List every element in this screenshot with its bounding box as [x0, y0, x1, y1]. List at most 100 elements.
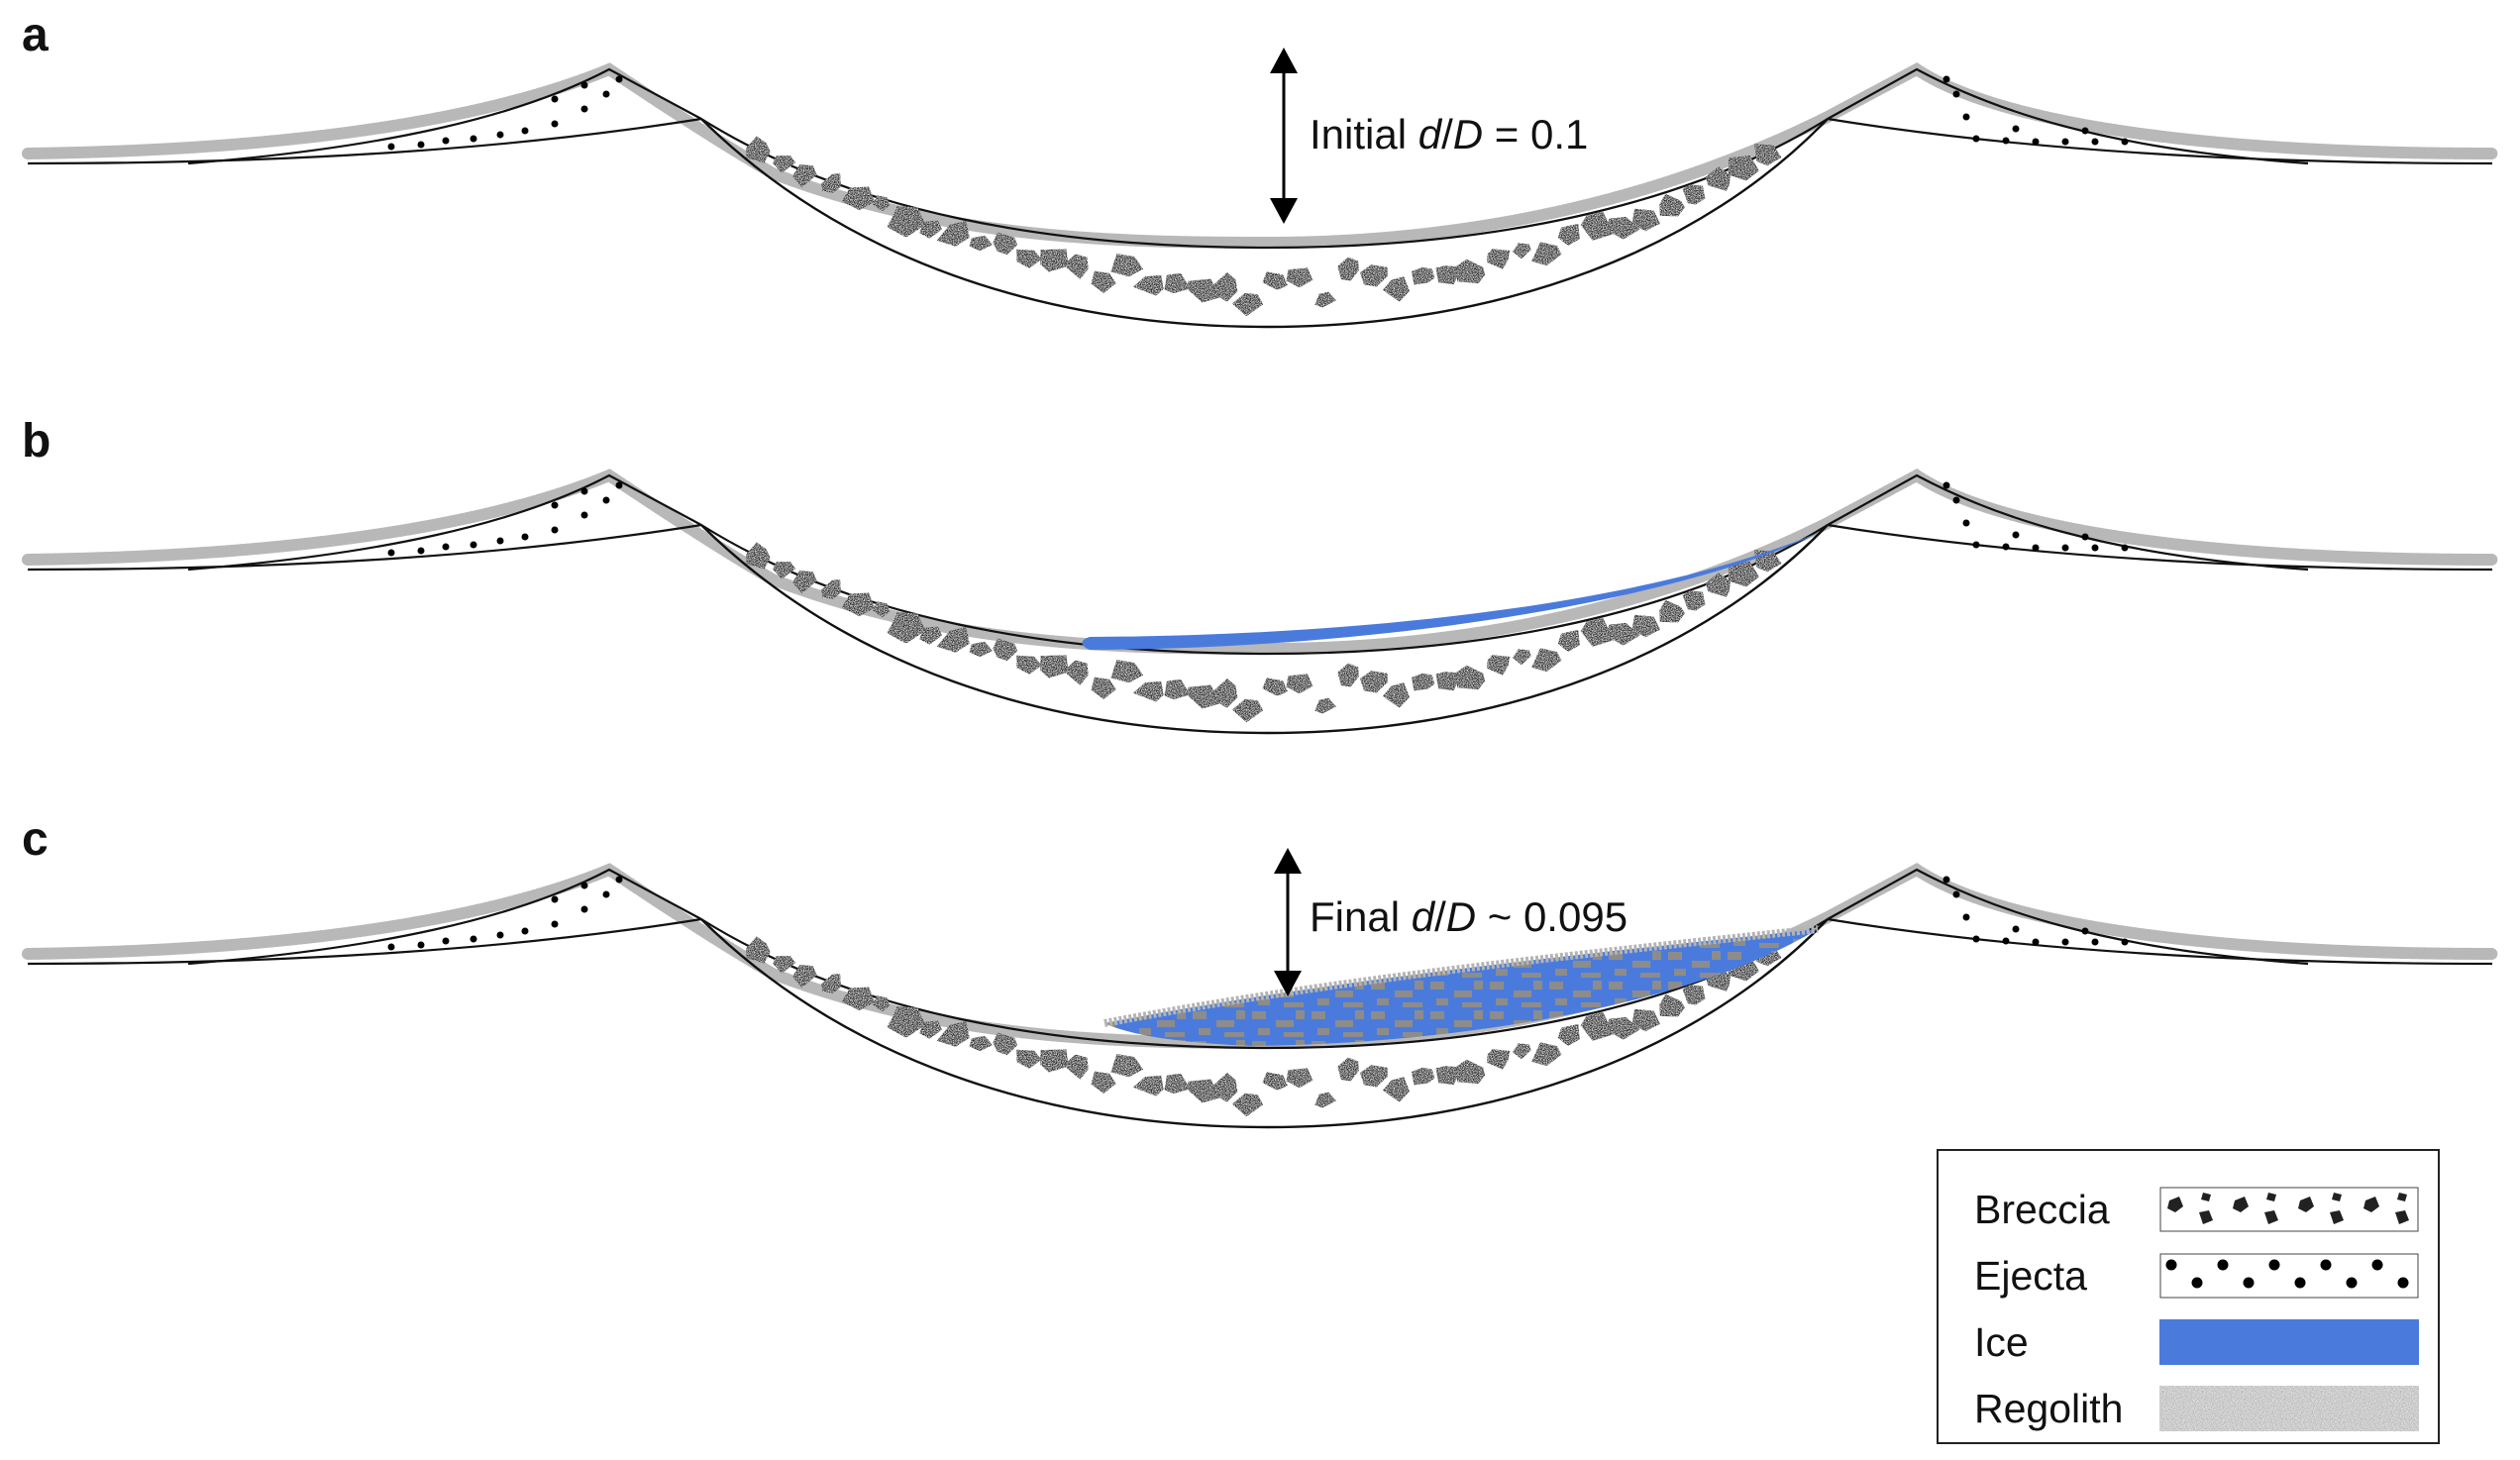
breccia-fragment [821, 173, 841, 193]
ejecta-dot [551, 526, 559, 534]
breccia-fragment [746, 936, 771, 964]
breccia-fragment [1382, 276, 1410, 302]
breccia-fragment [1110, 660, 1144, 683]
panel-label-b: b [22, 415, 52, 468]
ejecta-dot [602, 890, 610, 898]
ejecta-dot [496, 931, 504, 939]
breccia-fragment [919, 1020, 942, 1039]
ground-line-left [27, 917, 702, 966]
breccia-fragment [1016, 1049, 1042, 1069]
crater-panel-a [22, 48, 2498, 329]
panel-label-c: c [22, 813, 49, 866]
crater-panel-b [22, 469, 2498, 735]
breccia-fragment [841, 592, 875, 617]
breccia-fragment [1728, 562, 1759, 587]
breccia-fragment [792, 163, 817, 188]
breccia-fragment [1360, 1065, 1388, 1088]
depth-arrow-initial [1270, 48, 1298, 224]
ejecta-dot [2061, 138, 2069, 146]
ejecta-dot [580, 905, 588, 913]
breccia-fragment [1412, 1067, 1435, 1086]
breccia-fragment [1754, 144, 1782, 166]
breccia-fragment [1360, 264, 1388, 287]
ground-line-right [1827, 917, 2493, 966]
breccia-fragment [1210, 1073, 1238, 1102]
breccia-fragment [1412, 266, 1435, 285]
breccia-fragment [1513, 649, 1531, 666]
ejecta-dot [2032, 138, 2040, 146]
ejecta-wedge-right [1827, 473, 2309, 572]
breccia-fragment [1164, 678, 1191, 700]
ejecta-dot [470, 541, 477, 549]
breccia-fragment [1016, 655, 1042, 675]
breccia-fragment [993, 638, 1018, 662]
breccia-fragment [1580, 211, 1615, 241]
ground-line-right [1827, 523, 2493, 572]
breccia-fragment [1337, 663, 1359, 687]
legend-item-ice: Ice [1939, 1317, 2438, 1367]
ejecta-dot [580, 487, 588, 495]
ejecta-dot [521, 927, 529, 935]
ejecta-dot [496, 131, 504, 139]
breccia-fragment [1232, 292, 1264, 317]
breccia-fragment [1531, 242, 1562, 266]
breccia-fragment [841, 186, 875, 211]
breccia-fragment [773, 562, 796, 579]
breccia-fragment [1487, 249, 1511, 269]
breccia-fragment [821, 579, 841, 599]
regolith-cover-on-fill [1103, 925, 1819, 1027]
breccia-fragment [1728, 156, 1759, 181]
ejecta-dot [1972, 135, 1980, 143]
breccia-fragment [1091, 677, 1116, 699]
ejecta-dot [1962, 913, 1970, 921]
breccia-fragment [1631, 208, 1660, 232]
final-depth-ratio-label: Final d/D ~ 0.095 [1310, 893, 1628, 940]
breccia-fragment [1382, 682, 1410, 708]
ejecta-dot [602, 496, 610, 504]
ejecta-swatch [2159, 1253, 2419, 1299]
ejecta-dot [387, 943, 395, 951]
ejecta-dot [2002, 543, 2010, 551]
initial-depth-ratio-label: Initial d/D = 0.1 [1310, 111, 1589, 157]
ice-swatch [2159, 1319, 2419, 1365]
breccia-fragment [1164, 1073, 1191, 1095]
breccia-fragment [746, 136, 771, 163]
breccia-fragment [1659, 993, 1685, 1017]
ejecta-dot [1952, 496, 1960, 504]
breccia-fragment [1040, 655, 1069, 678]
breccia-fragment [887, 1006, 926, 1038]
ejecta-dot [615, 75, 623, 83]
ejecta-dot [1972, 541, 1980, 549]
ejecta-dot [2002, 137, 2010, 145]
breccia-fragment [1314, 1092, 1336, 1108]
breccia-fragment [1337, 257, 1359, 281]
crater-panel-c [22, 848, 2498, 1129]
breccia-fragment [1210, 678, 1238, 708]
ejecta-dot [2091, 938, 2099, 946]
ejecta-dot [2012, 925, 2020, 933]
breccia-fragment [872, 195, 891, 212]
breccia-fragment [1286, 674, 1313, 694]
ejecta-dot [615, 876, 623, 884]
ejecta-dot [2081, 127, 2089, 135]
breccia-fragment [1513, 1043, 1531, 1060]
ejecta-dot [2121, 544, 2129, 552]
breccia-fragment [1435, 672, 1458, 691]
breccia-fragment [1286, 1068, 1313, 1089]
panel-label-a: a [22, 9, 49, 61]
breccia-fragment [1066, 1054, 1089, 1080]
breccia-fragment [919, 626, 942, 645]
ejecta-dot [2061, 544, 2069, 552]
breccia-fragment [887, 206, 926, 238]
legend-item-breccia: Breccia [1939, 1185, 2438, 1234]
ejecta-dot [417, 547, 425, 555]
breccia-fragment [872, 601, 891, 618]
ejecta-dot [2032, 938, 2040, 946]
ground-line-left [27, 117, 702, 165]
legend-label-regolith: Regolith [1974, 1386, 2124, 1431]
breccia-fragment [1580, 617, 1615, 647]
breccia-fragment [1314, 291, 1336, 308]
breccia-fragment [1040, 249, 1069, 272]
breccia-fragment [1580, 1011, 1615, 1041]
